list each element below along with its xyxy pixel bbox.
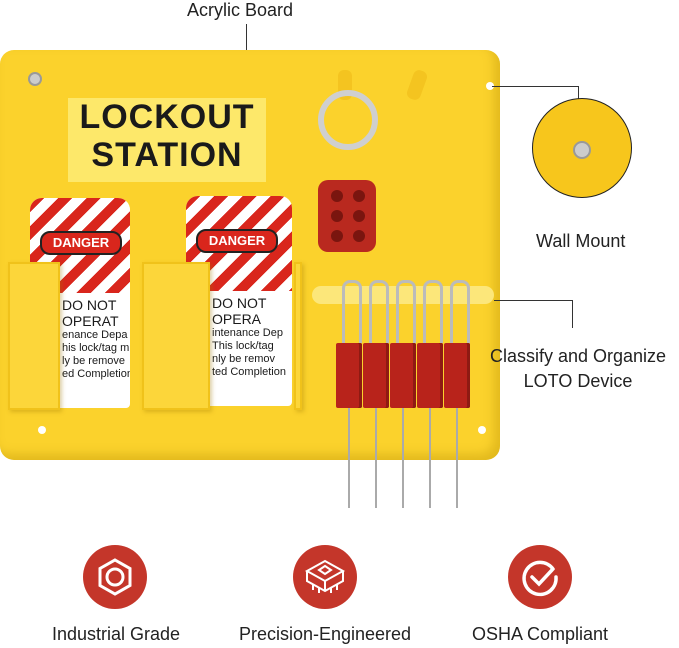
padlock-rail xyxy=(312,286,494,304)
danger-tag: DANGER DO NOT OPERA intenance Dep This l… xyxy=(186,196,292,406)
wall-mount-detail xyxy=(532,98,632,198)
callout-acrylic-board: Acrylic Board xyxy=(187,0,294,20)
tag-pocket xyxy=(142,262,210,410)
feature-label: Industrial Grade xyxy=(51,624,181,644)
mount-hole xyxy=(478,426,486,434)
padlock xyxy=(444,280,470,508)
padlock xyxy=(363,280,389,508)
callout-classify: Classify and Organize LOTO Device xyxy=(489,346,667,391)
screw-icon xyxy=(28,72,42,86)
mount-hole xyxy=(38,426,46,434)
leader-line xyxy=(246,24,247,72)
hex-nut-icon xyxy=(83,545,147,609)
lockout-hasp xyxy=(318,180,376,252)
leader-line xyxy=(578,86,579,100)
chip-icon xyxy=(293,545,357,609)
leader-line xyxy=(492,86,578,87)
leader-line xyxy=(494,300,572,301)
padlock xyxy=(336,280,362,508)
hasp-ring xyxy=(318,90,378,150)
mount-hole xyxy=(486,82,494,90)
padlock xyxy=(390,280,416,508)
screw-icon xyxy=(573,141,591,159)
hook xyxy=(405,68,429,102)
callout-wall-mount: Wall Mount xyxy=(536,231,626,251)
leader-line xyxy=(572,300,573,328)
tag-pocket xyxy=(294,262,302,410)
padlock-group xyxy=(336,280,470,508)
tag-text: DO NOT OPERA intenance Dep This lock/tag… xyxy=(212,295,286,378)
feature-label: OSHA Compliant xyxy=(471,624,609,644)
feature-label: Precision-Engineered xyxy=(238,624,412,644)
check-circle-icon xyxy=(508,545,572,609)
station-title: LOCKOUT STATION xyxy=(68,98,266,182)
tag-pocket xyxy=(8,262,60,410)
padlock xyxy=(417,280,443,508)
tag-text: DO NOT OPERAT enance Depa his lock/tag m… xyxy=(62,297,130,380)
